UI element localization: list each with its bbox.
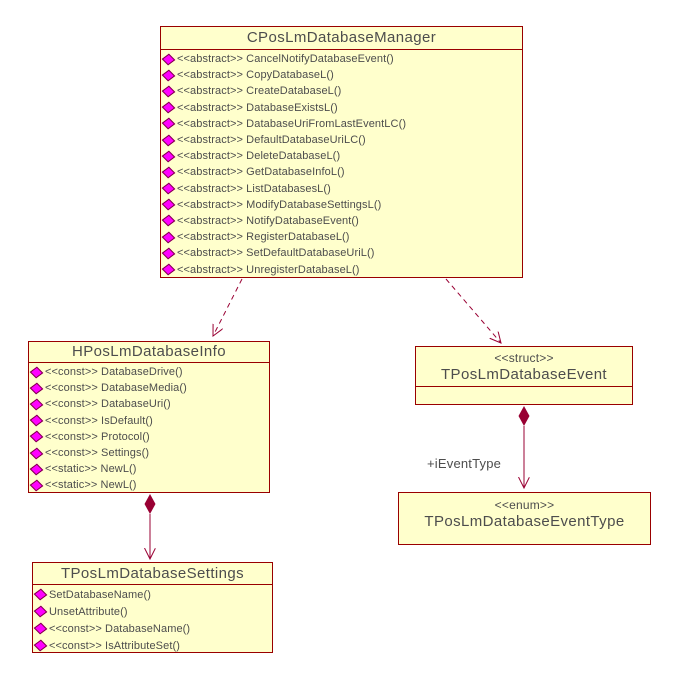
method-row: <<abstract>> CopyDatabaseL() (161, 67, 522, 83)
class-box-cposlmdatabasemanager: CPosLmDatabaseManager <<abstract>> Cance… (160, 26, 523, 278)
method-row: SetDatabaseName() (33, 586, 272, 603)
method-row: <<const>> Protocol() (29, 429, 269, 445)
operation-diamond-icon (33, 588, 48, 601)
method-row: <<abstract>> NotifyDatabaseEvent() (161, 213, 522, 229)
operation-diamond-icon (29, 430, 44, 443)
stereotype-label: <<struct>> (494, 351, 554, 365)
method-row: <<const>> DatabaseUri() (29, 396, 269, 412)
method-row: <<abstract>> GetDatabaseInfoL() (161, 164, 522, 180)
operation-diamond-icon (29, 398, 44, 411)
operation-diamond-icon (161, 101, 176, 114)
operation-diamond-icon (161, 117, 176, 130)
composition-diamond-icon (518, 406, 530, 426)
method-row: <<const>> Settings() (29, 445, 269, 461)
operation-diamond-icon (161, 150, 176, 163)
class-name: CPosLmDatabaseManager (161, 27, 522, 50)
class-box-tposlmdatabasesettings: TPosLmDatabaseSettings SetDatabaseName()… (32, 562, 273, 653)
method-row: <<abstract>> UnregisterDatabaseL() (161, 261, 522, 277)
operation-diamond-icon (33, 622, 48, 635)
operation-diamond-icon (161, 182, 176, 195)
class-name: TPosLmDatabaseEvent (440, 366, 607, 383)
method-row: <<abstract>> DefaultDatabaseUriLC() (161, 132, 522, 148)
method-row: <<const>> DatabaseName() (33, 620, 272, 637)
method-row: <<const>> IsDefault() (29, 413, 269, 429)
operation-diamond-icon (29, 414, 44, 427)
operations-compartment: <<const>> DatabaseDrive() <<const>> Data… (29, 363, 269, 492)
empty-compartment (416, 387, 632, 403)
composition-diamond-icon (144, 494, 156, 514)
operation-diamond-icon (161, 69, 176, 82)
operation-diamond-icon (161, 231, 176, 244)
method-row: <<abstract>> RegisterDatabaseL() (161, 229, 522, 245)
operation-diamond-icon (161, 85, 176, 98)
class-box-tposlmdatabaseevent: <<struct>> TPosLmDatabaseEvent (415, 346, 633, 405)
operation-diamond-icon (161, 247, 176, 260)
operation-diamond-icon (29, 463, 44, 476)
method-row: <<abstract>> DatabaseUriFromLastEventLC(… (161, 116, 522, 132)
method-row: <<abstract>> SetDefaultDatabaseUriL() (161, 245, 522, 261)
method-row: <<const>> DatabaseDrive() (29, 364, 269, 380)
class-name: TPosLmDatabaseSettings (33, 563, 272, 585)
method-row: <<abstract>> ListDatabasesL() (161, 181, 522, 197)
method-row: <<const>> DatabaseMedia() (29, 380, 269, 396)
class-box-hposlmdatabaseinfo: HPosLmDatabaseInfo <<const>> DatabaseDri… (28, 341, 270, 493)
method-row: <<static>> NewL() (29, 477, 269, 492)
method-row: <<const>> IsAttributeSet() (33, 637, 272, 652)
method-row: UnsetAttribute() (33, 603, 272, 620)
method-row: <<static>> NewL() (29, 461, 269, 477)
operations-compartment: <<abstract>> CancelNotifyDatabaseEvent()… (161, 50, 522, 277)
method-row: <<abstract>> ModifyDatabaseSettingsL() (161, 197, 522, 213)
method-row: <<abstract>> DeleteDatabaseL() (161, 148, 522, 164)
operations-compartment: SetDatabaseName() UnsetAttribute() <<con… (33, 585, 272, 652)
dependency-arrow-manager-to-event (445, 278, 501, 343)
method-row: <<abstract>> DatabaseExistsL() (161, 100, 522, 116)
composition-role-label: +iEventType (427, 456, 502, 471)
operation-diamond-icon (161, 53, 176, 66)
operation-diamond-icon (161, 134, 176, 146)
operation-diamond-icon (161, 263, 176, 276)
class-name: HPosLmDatabaseInfo (29, 342, 269, 363)
operation-diamond-icon (29, 479, 44, 492)
operation-diamond-icon (161, 215, 176, 227)
stereotype-label: <<enum>> (494, 498, 555, 512)
dependency-arrow-manager-to-info (213, 278, 243, 336)
operation-diamond-icon (29, 382, 44, 395)
operation-diamond-icon (33, 605, 48, 618)
class-box-tposlmdatabaseeventtype: <<enum>> TPosLmDatabaseEventType (398, 492, 651, 545)
operation-diamond-icon (29, 447, 44, 459)
operation-diamond-icon (33, 639, 48, 652)
operation-diamond-icon (161, 198, 176, 211)
method-row: <<abstract>> CreateDatabaseL() (161, 83, 522, 99)
class-name: TPosLmDatabaseEventType (424, 513, 625, 530)
class-title-block: <<struct>> TPosLmDatabaseEvent (416, 347, 632, 387)
operation-diamond-icon (161, 166, 176, 179)
operation-diamond-icon (29, 366, 44, 379)
method-row: <<abstract>> CancelNotifyDatabaseEvent() (161, 51, 522, 67)
